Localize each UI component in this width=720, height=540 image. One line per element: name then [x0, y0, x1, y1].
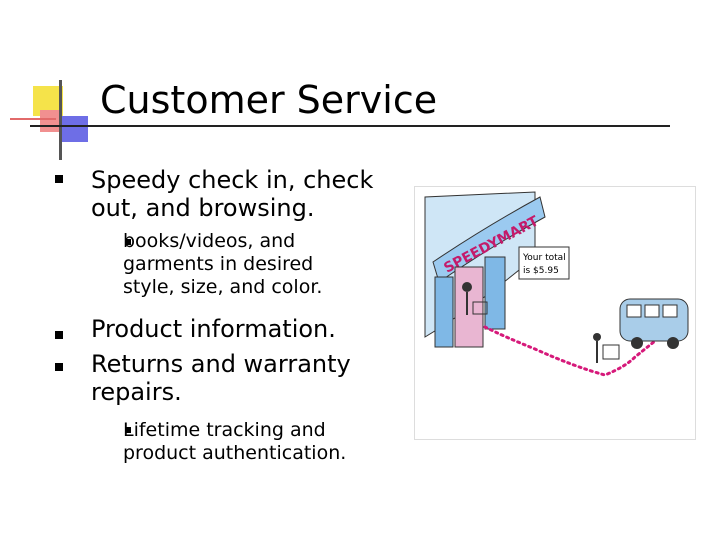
- store-illustration-svg: SPEEDYMART Your total is $5.95: [424, 191, 689, 377]
- sub-bullet-marker: [125, 239, 131, 245]
- sub-bullet-marker: [125, 427, 131, 433]
- customer-head-icon: [593, 333, 601, 341]
- van-wheel-icon: [631, 337, 643, 349]
- slide-title: Customer Service: [100, 78, 438, 122]
- bullet-item: Speedy check in, check out, and browsing…: [91, 166, 374, 222]
- sub-bullet-item: Lifetime tracking and product authentica…: [123, 419, 347, 464]
- decoration-vertical-line: [59, 80, 62, 160]
- bullet-marker: [55, 363, 63, 371]
- van-window-icon: [662, 304, 678, 318]
- bullet-marker: [55, 175, 63, 183]
- customer-cart-icon: [602, 344, 620, 360]
- shopping-cart-icon: [472, 301, 488, 315]
- bullet-item: Product information.: [91, 315, 336, 343]
- decoration-red-line: [10, 118, 56, 120]
- receipt-box: [518, 246, 570, 280]
- decoration-blue-square: [62, 116, 88, 142]
- store-sign-band: [432, 196, 546, 283]
- bullet-item: Returns and warranty repairs.: [91, 350, 351, 406]
- van-window-icon: [644, 304, 660, 318]
- shopper-head-icon: [462, 282, 472, 292]
- store-entrance-right: [484, 256, 506, 330]
- receipt-line-1: Your total: [522, 253, 566, 263]
- customer-path: [483, 325, 662, 377]
- van-window-icon: [626, 304, 642, 318]
- van-wheel-icon: [667, 337, 679, 349]
- sub-bullet-item: books/videos, and garments in desired st…: [123, 230, 323, 298]
- store-illustration: SPEEDYMART Your total is $5.95: [414, 186, 696, 440]
- store-entrance-left: [434, 276, 454, 348]
- receipt-line-2: is $5.95: [523, 266, 559, 276]
- store-entrance-center: [454, 266, 484, 348]
- bullet-marker: [55, 331, 63, 339]
- title-underline: [30, 125, 670, 127]
